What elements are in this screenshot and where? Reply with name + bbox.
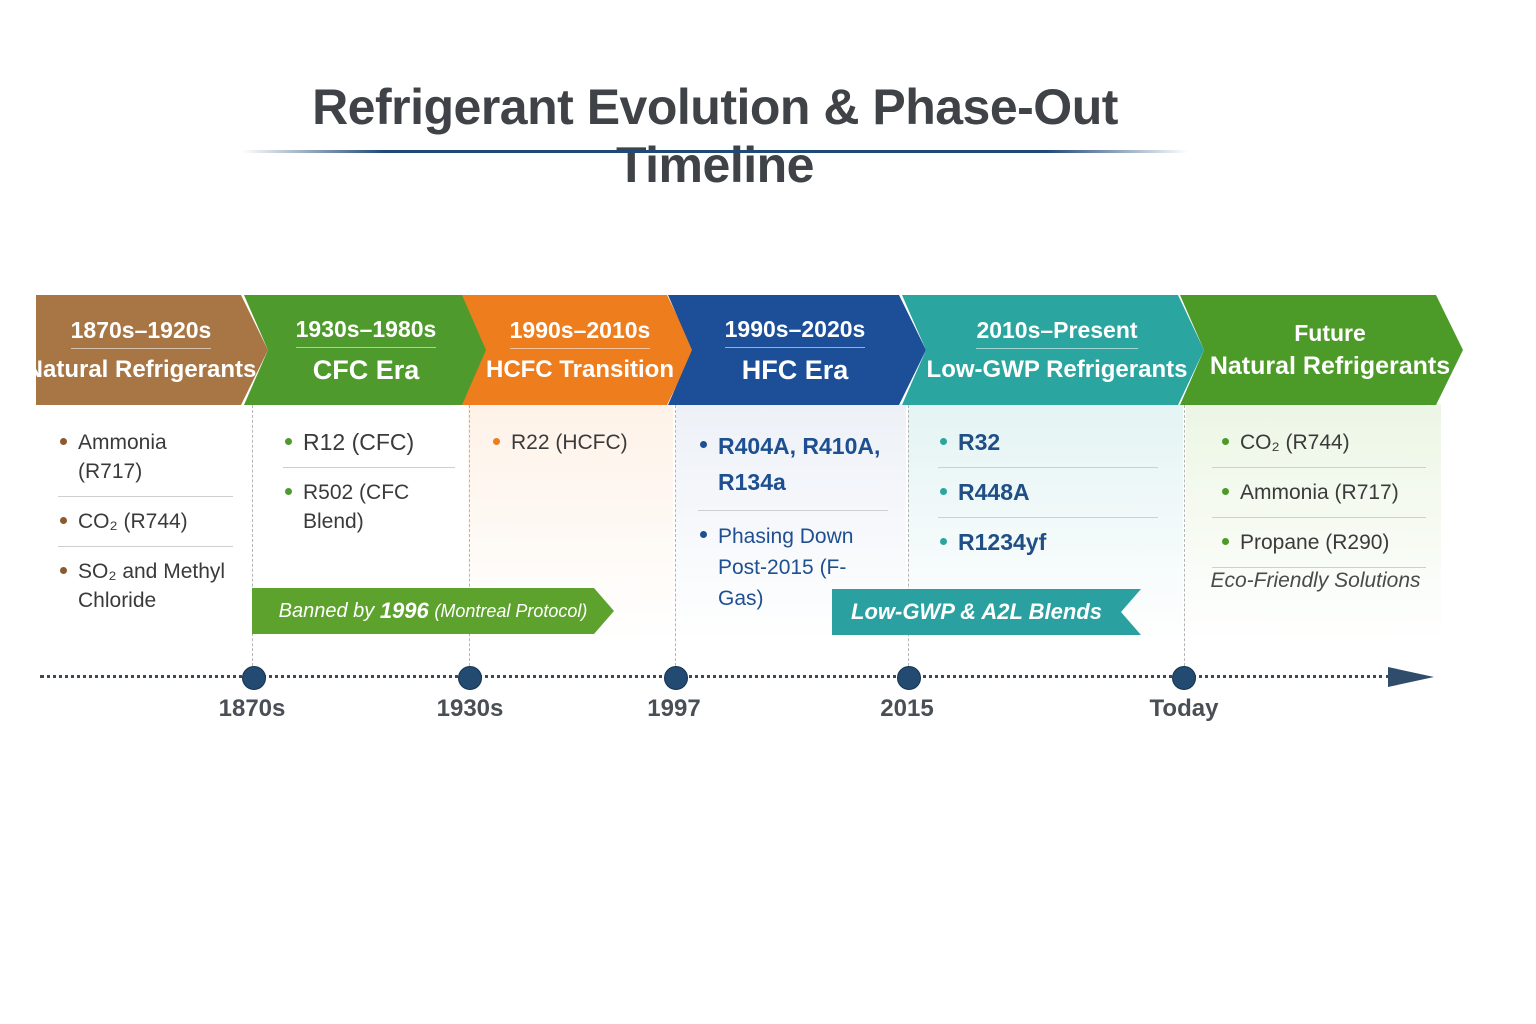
- bullet-icon: [285, 438, 292, 445]
- phase-natural-refrigerants-header: 1870s–1920s Natural Refrigerants: [36, 295, 268, 405]
- bullet-icon: [700, 531, 707, 538]
- divider-line: [1184, 405, 1185, 671]
- list-item: SO₂ and Methyl Chloride: [58, 551, 233, 625]
- divider-line: [908, 405, 909, 671]
- timeline-node: [664, 666, 688, 690]
- arrow-right-icon: [1388, 667, 1434, 687]
- bullet-icon: [940, 538, 947, 545]
- phase-name: CFC Era: [312, 354, 420, 385]
- natural-refrigerants-list: Ammonia (R717) CO₂ (R744) SO₂ and Methyl…: [58, 422, 233, 629]
- bullet-icon: [1222, 438, 1229, 445]
- timeline-node: [242, 666, 266, 690]
- banner-year: 1996: [379, 598, 429, 623]
- list-item: Ammonia (R717): [58, 422, 233, 497]
- timeline-label: 1997: [647, 695, 701, 722]
- timeline-label: 2015: [880, 695, 934, 722]
- phase-name: HCFC Transition: [485, 356, 674, 384]
- bullet-icon: [940, 488, 947, 495]
- phase-period: 1870s–1920s: [70, 317, 212, 350]
- list-item: CO₂ (R744): [1212, 422, 1426, 468]
- list-item: R1234yf: [938, 522, 1158, 567]
- bullet-icon: [285, 488, 292, 495]
- phase-period: Future: [1294, 320, 1366, 347]
- cfc-era-list: R12 (CFC) R502 (CFC Blend): [283, 422, 455, 550]
- hfc-era-list: R404A, R410A, R134a Phasing Down Post-20…: [698, 422, 888, 628]
- list-item: R404A, R410A, R134a: [698, 422, 888, 511]
- list-item: Phasing Down Post-2015 (F-Gas): [698, 515, 888, 624]
- bullet-icon: [1222, 488, 1229, 495]
- timeline-label: Today: [1149, 695, 1219, 722]
- title-underline: [242, 150, 1188, 153]
- bullet-icon: [60, 567, 67, 574]
- bullet-icon: [493, 438, 500, 445]
- divider-line: [252, 405, 253, 671]
- bullet-icon: [1222, 538, 1229, 545]
- timeline-node: [458, 666, 482, 690]
- list-item: Ammonia (R717): [1212, 472, 1426, 518]
- phase-hcfc-transition-header: 1990s–2010s HCFC Transition: [462, 295, 694, 405]
- list-item: CO₂ (R744): [58, 501, 233, 547]
- phase-name: Natural Refrigerants: [25, 356, 257, 384]
- phase-period: 2010s–Present: [976, 317, 1138, 350]
- list-item: Propane (R290): [1212, 522, 1426, 568]
- eco-friendly-note: Eco-Friendly Solutions: [1210, 569, 1421, 592]
- timeline-node: [1172, 666, 1196, 690]
- phase-low-gwp-header: 2010s–Present Low-GWP Refrigerants: [902, 295, 1204, 405]
- list-item: R22 (HCFC): [491, 422, 661, 467]
- divider-line: [675, 405, 676, 671]
- page-title: Refrigerant Evolution & Phase-Out Timeli…: [312, 79, 1118, 193]
- banner-text-prefix: Banned by: [278, 599, 375, 622]
- phase-period: 1930s–1980s: [295, 316, 437, 348]
- list-item: R32: [938, 422, 1158, 468]
- timeline-label: 1870s: [218, 695, 286, 722]
- phase-name: Natural Refrigerants: [1209, 352, 1451, 381]
- timeline-label: 1930s: [436, 695, 504, 722]
- timeline-node: [897, 666, 921, 690]
- montreal-protocol-banner: Banned by 1996 (Montreal Protocol): [252, 588, 614, 634]
- phase-period: 1990s–2020s: [724, 316, 866, 348]
- phase-period: 1990s–2010s: [509, 317, 651, 350]
- timeline-axis: [40, 675, 1390, 678]
- phase-future-header: Future Natural Refrigerants: [1180, 295, 1463, 405]
- banner-text-suffix: (Montreal Protocol): [434, 600, 588, 621]
- divider-line: [469, 405, 470, 671]
- bullet-icon: [60, 438, 67, 445]
- column-background-future: [1186, 404, 1441, 644]
- list-item: R502 (CFC Blend): [283, 472, 455, 546]
- phase-name: Low-GWP Refrigerants: [926, 356, 1188, 384]
- list-item: R12 (CFC): [283, 422, 455, 468]
- bullet-icon: [60, 517, 67, 524]
- future-natural-list: CO₂ (R744) Ammonia (R717) Propane (R290): [1212, 422, 1426, 572]
- bullet-icon: [940, 438, 947, 445]
- phase-name: HFC Era: [741, 354, 849, 385]
- low-gwp-blends-banner: Low-GWP & A2L Blends: [832, 589, 1141, 635]
- list-item: R448A: [938, 472, 1158, 518]
- bullet-icon: [700, 441, 707, 448]
- low-gwp-list: R32 R448A R1234yf: [938, 422, 1158, 571]
- phase-hfc-era-header: 1990s–2020s HFC Era: [668, 295, 926, 405]
- phase-cfc-era-header: 1930s–1980s CFC Era: [244, 295, 490, 405]
- hcfc-transition-list: R22 (HCFC): [491, 422, 661, 471]
